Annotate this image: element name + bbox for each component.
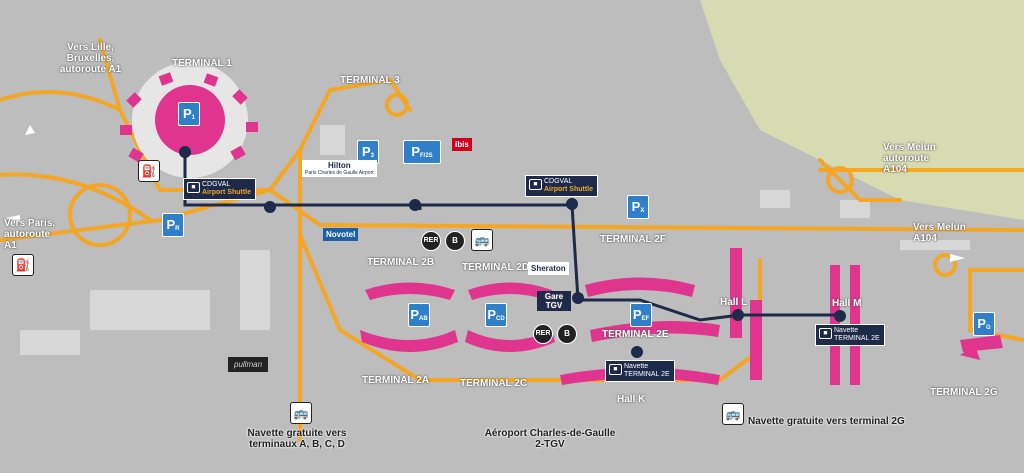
- hilton-logo: Hilton Paris Charles de Gaulle Airport: [302, 160, 377, 177]
- navette-abcd-label: Navette gratuite vers terminaux A, B, C,…: [247, 428, 347, 450]
- navette-2g-label: Navette gratuite vers terminal 2G: [748, 416, 905, 427]
- building-blocks: [20, 125, 970, 355]
- parking-pab: PAB: [408, 303, 430, 327]
- fuel-icon-2: ⛽: [12, 254, 34, 276]
- terminal-2c-label: TERMINAL 2C: [460, 378, 528, 389]
- vers-melun-2-label: Vers Melun A104: [913, 222, 966, 244]
- gare-tgv-label: Gare TGV: [537, 291, 571, 311]
- parking-pef: PEF: [630, 303, 652, 327]
- terminal-2e-label: TERMINAL 2E: [602, 329, 669, 340]
- terminal-2f-label: TERMINAL 2F: [600, 234, 666, 245]
- navette-2e-badge-k: ◼ Navette TERMINAL 2E: [605, 360, 675, 382]
- roundabouts: [68, 93, 957, 277]
- parking-px: PX: [627, 195, 649, 219]
- vers-lille-label: Vers Lille, Bruxelles, autoroute A1: [59, 42, 122, 75]
- t2-stations: [631, 309, 846, 358]
- rer-b-icon-top: B: [445, 231, 465, 251]
- terminal-2-piers: [360, 248, 1003, 385]
- bus-icon: ◼: [609, 364, 622, 375]
- train-icon: ◼: [187, 182, 200, 193]
- parking-pr: PR: [162, 213, 184, 237]
- bus-icon-2g: 🚌: [722, 403, 744, 425]
- t2-connector: [578, 298, 840, 322]
- cdgval-line: [179, 146, 584, 304]
- rer-b-icon-bottom: B: [557, 324, 577, 344]
- train-icon: ◼: [529, 179, 542, 190]
- pullman-logo: pullman: [228, 357, 269, 372]
- terminal-2g-label: TERMINAL 2G: [930, 387, 998, 398]
- cdgval-badge-t1: ◼ CDGVAL Airport Shuttle: [183, 178, 256, 200]
- navette-2e-badge-m: ◼ Navette TERMINAL 2E: [815, 324, 885, 346]
- sheraton-logo: Sheraton: [528, 262, 569, 275]
- rer-icon-top: RER: [421, 231, 441, 251]
- parking-pcd: PCD: [485, 303, 507, 327]
- hall-m-label: Hall M: [832, 298, 862, 309]
- cdgval-badge-t2: ◼ CDGVAL Airport Shuttle: [525, 175, 598, 197]
- bus-icon: 🚌: [471, 229, 493, 251]
- rer-icon-bottom: RER: [533, 324, 553, 344]
- hall-l-label: Hall L: [720, 297, 748, 308]
- hall-k-label: Hall K: [617, 394, 646, 405]
- parking-pfs: PF/2S: [403, 140, 441, 164]
- fuel-icon: ⛽: [138, 160, 160, 182]
- terminal-1-label: TERMINAL 1: [172, 58, 232, 69]
- vers-melun-1-label: Vers Melun autoroute A104: [883, 142, 936, 175]
- terminal-2a-label: TERMINAL 2A: [362, 375, 430, 386]
- direction-arrows: [5, 125, 965, 262]
- parking-pg: PG: [973, 312, 995, 336]
- bus-icon-abcd: 🚌: [290, 402, 312, 424]
- green-zone: [700, 0, 1024, 220]
- bus-icon: ◼: [819, 328, 832, 339]
- terminal-3-label: TERMINAL 3: [340, 75, 400, 86]
- aeroport-tgv-label: Aéroport Charles-de-Gaulle 2-TGV: [484, 428, 616, 450]
- terminal-2d-label: TERMINAL 2D: [462, 262, 530, 273]
- terminal-2b-label: TERMINAL 2B: [367, 257, 435, 268]
- vers-paris-label: Vers Paris, autoroute A1: [4, 218, 56, 251]
- novotel-logo: Novotel: [323, 228, 359, 241]
- parking-p1: P1: [178, 102, 200, 126]
- ibis-logo: ibis: [452, 138, 472, 151]
